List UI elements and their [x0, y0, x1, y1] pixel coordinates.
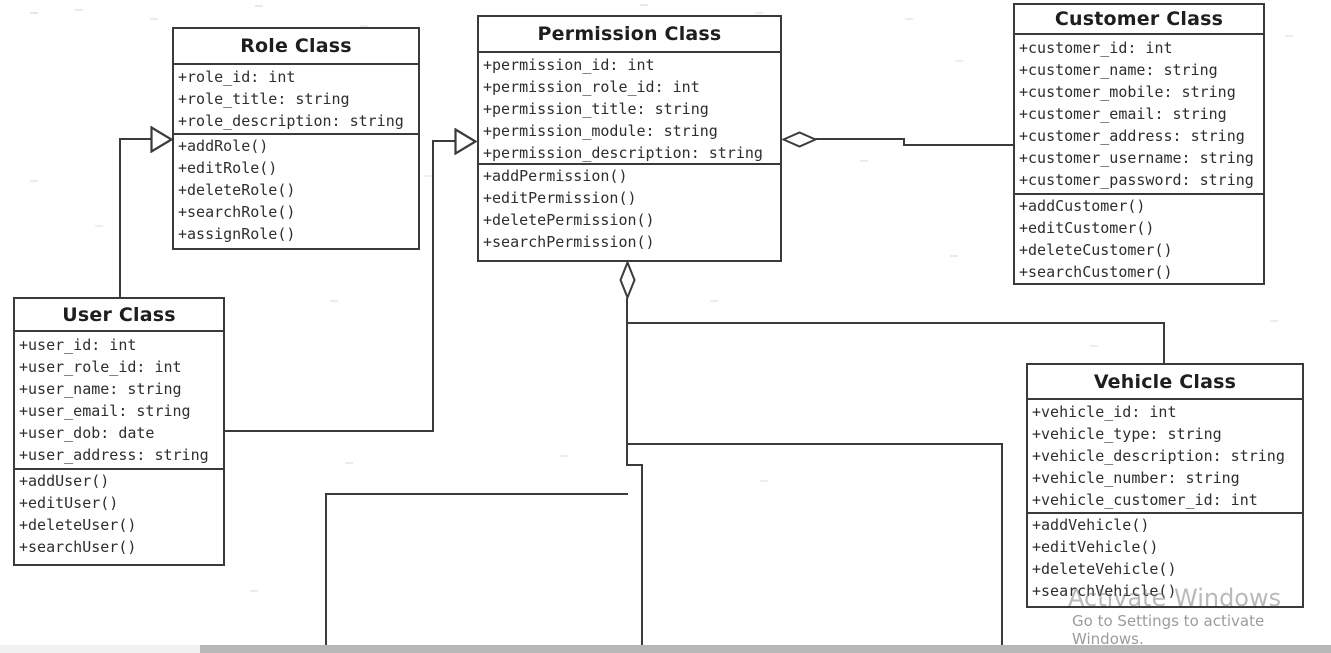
connector-user-role-horizontal [119, 138, 153, 140]
class-member: +deletePermission() [483, 211, 655, 229]
class-member: +role_id: int [178, 68, 296, 86]
class-member: +searchVehicle() [1032, 582, 1177, 600]
class-title: Role Class [174, 29, 418, 65]
class-title: User Class [15, 299, 223, 332]
class-member: +customer_email: string [1019, 105, 1227, 123]
class-member: +role_description: string [178, 112, 404, 130]
class-member: +deleteUser() [19, 516, 137, 534]
class-methods: +addUser() +editUser() +deleteUser() +searc… [15, 470, 223, 564]
class-member: +vehicle_id: int [1032, 403, 1177, 421]
class-member: +editPermission() [483, 189, 637, 207]
class-member: +vehicle_customer_id: int [1032, 491, 1258, 509]
generalization-arrow-icon [454, 128, 477, 155]
noise-speckles [0, 0, 8, 2]
connector-tree-jog [626, 464, 643, 466]
class-methods: +addVehicle() +editVehicle() +deleteVehicl… [1028, 514, 1302, 606]
connector-branch-left-vertical [325, 493, 327, 645]
class-member: +addVehicle() [1032, 516, 1150, 534]
class-member: +customer_mobile: string [1019, 83, 1236, 101]
connector-user-permission-vertical [432, 140, 434, 432]
class-member: +editVehicle() [1032, 538, 1159, 556]
connector-permission-customer-h1 [815, 138, 905, 140]
class-member: +deleteVehicle() [1032, 560, 1177, 578]
class-member: +deleteRole() [178, 181, 296, 199]
class-member: +searchUser() [19, 538, 137, 556]
class-methods: +addCustomer() +editCustomer() +deleteCust… [1015, 195, 1263, 283]
class-title: Vehicle Class [1028, 365, 1302, 400]
class-member: +customer_password: string [1019, 171, 1254, 189]
class-member: +editRole() [178, 159, 278, 177]
class-member: +user_dob: date [19, 424, 155, 442]
connector-permission-vehicle-horizontal [626, 322, 1165, 324]
connector-tree-vertical-upper [626, 298, 628, 466]
class-member: +permission_id: int [483, 56, 655, 74]
class-title: Permission Class [479, 17, 780, 53]
class-attributes: +role_id: int +role_title: string +role_de… [174, 65, 418, 135]
class-member: +user_id: int [19, 336, 137, 354]
class-member: +addRole() [178, 137, 269, 155]
horizontal-scrollbar-thumb[interactable] [200, 645, 1331, 653]
connector-tree-vertical-lower [641, 464, 643, 645]
connector-permission-customer-jog [903, 138, 905, 146]
class-member: +vehicle_type: string [1032, 425, 1222, 443]
connector-user-role-vertical [119, 138, 121, 297]
class-member: +searchRole() [178, 203, 296, 221]
generalization-arrow-icon [150, 126, 173, 153]
connector-permission-vehicle-vertical [1163, 322, 1165, 363]
uml-class-vehicle: Vehicle Class +vehicle_id: int +vehicle_t… [1026, 363, 1304, 608]
class-member: +user_role_id: int [19, 358, 182, 376]
uml-class-customer: Customer Class +customer_id: int+custome… [1013, 3, 1265, 285]
connector-branch-left-horizontal [325, 493, 628, 495]
class-member: +addUser() [19, 472, 110, 490]
class-member: +vehicle_description: string [1032, 447, 1285, 465]
class-member: +user_email: string [19, 402, 191, 420]
class-member: +searchPermission() [483, 233, 655, 251]
class-attributes: +vehicle_id: int +vehicle_type: string +ve… [1028, 400, 1302, 514]
class-member: +permission_module: string [483, 122, 718, 140]
class-attributes: +user_id: int +user_role_id: int +user_nam… [15, 332, 223, 470]
class-title: Customer Class [1015, 5, 1263, 35]
class-methods: +addPermission() +editPermission() +delete… [479, 165, 780, 260]
uml-class-role: Role Class +role_id: int +role_title: str… [172, 27, 420, 250]
class-member: +permission_description: string [483, 144, 763, 162]
class-member: +role_title: string [178, 90, 350, 108]
aggregation-diamond-icon [782, 131, 817, 148]
connector-branch-right-vertical [1001, 443, 1003, 645]
class-attributes: +customer_id: int +customer_name: string +… [1015, 35, 1263, 195]
class-member: +customer_id: int [1019, 39, 1173, 57]
class-member: +customer_address: string [1019, 127, 1245, 145]
activate-windows-watermark: Activate Windows [1068, 584, 1282, 612]
class-member: +vehicle_number: string [1032, 469, 1240, 487]
class-member: +customer_username: string [1019, 149, 1254, 167]
class-member: +addPermission() [483, 167, 628, 185]
class-member: +editUser() [19, 494, 119, 512]
connector-branch-right-horizontal [626, 443, 1003, 445]
class-member: +user_name: string [19, 380, 182, 398]
uml-class-permission: Permission Class +permission_id: int+per… [477, 15, 782, 262]
uml-class-user: User Class +user_id: int +user_role_id: i… [13, 297, 225, 566]
aggregation-diamond-icon [619, 261, 636, 299]
class-member: +permission_role_id: int [483, 78, 700, 96]
class-member: +addCustomer() [1019, 197, 1146, 215]
class-member: +customer_name: string [1019, 61, 1218, 79]
connector-permission-customer-h2 [903, 144, 1013, 146]
class-methods: +addRole() +editRole() +deleteRole() +searc… [174, 135, 418, 248]
class-member: +editCustomer() [1019, 219, 1155, 237]
class-member: +searchCustomer() [1019, 263, 1173, 281]
class-member: +user_address: string [19, 446, 209, 464]
connector-user-permission-horizontal-low [225, 430, 434, 432]
connector-user-permission-horizontal-top [432, 140, 456, 142]
class-attributes: +permission_id: int +permission_role_id: … [479, 53, 780, 165]
class-member: +deleteCustomer() [1019, 241, 1173, 259]
class-member: +permission_title: string [483, 100, 709, 118]
activate-windows-subtext: Go to Settings to activate Windows. [1072, 612, 1265, 648]
class-member: +assignRole() [178, 225, 296, 243]
